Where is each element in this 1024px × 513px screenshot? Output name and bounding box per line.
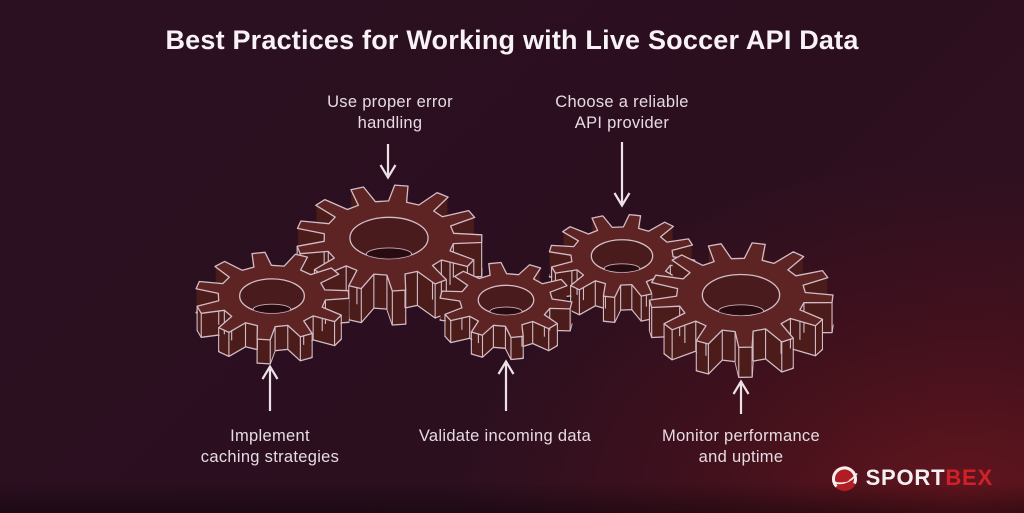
arrow-up-monitor <box>732 379 750 414</box>
sportbex-ball-icon <box>831 465 858 491</box>
page-title: Best Practices for Working with Live Soc… <box>165 25 859 55</box>
arrow-up-validate <box>497 359 515 411</box>
gear-caching <box>195 251 350 365</box>
wordmark-bex: BEX <box>945 465 993 490</box>
gear-layer <box>195 184 834 379</box>
gear-monitor <box>648 242 834 379</box>
callout-error-handling: Use proper error handling <box>327 93 453 132</box>
arrow-layer <box>261 142 750 414</box>
arrow-down-api-provider <box>613 142 631 208</box>
callout-caching: Implement caching strategies <box>200 427 340 466</box>
sportbex-logo: SPORTBEX <box>830 463 993 493</box>
wordmark-sport: SPORT <box>865 465 946 490</box>
arrow-down-error-handling <box>379 144 397 180</box>
callout-api-provider: Choose a reliable API provider <box>555 93 689 132</box>
arrow-up-caching <box>261 364 279 411</box>
gear-validate <box>439 261 573 361</box>
gear-error-handling <box>296 184 483 326</box>
callout-monitor: Monitor performance and uptime <box>662 427 820 466</box>
sportbex-wordmark: SPORTBEX <box>866 463 993 493</box>
callout-validate: Validate incoming data <box>418 427 592 445</box>
